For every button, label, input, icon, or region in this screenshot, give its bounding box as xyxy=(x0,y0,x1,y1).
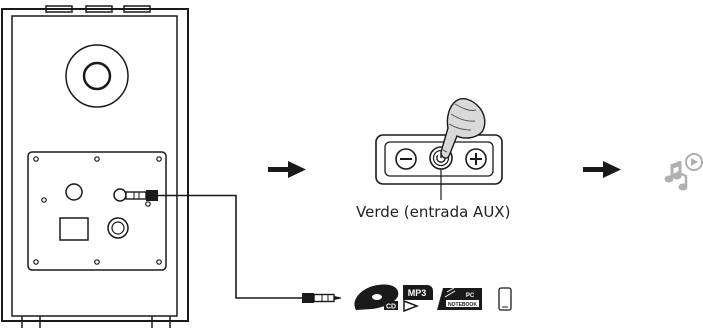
music-note-play-icon xyxy=(664,153,703,191)
arrow-right-icon xyxy=(268,161,306,178)
control-caption: Verde (entrada AUX) xyxy=(356,203,511,221)
notebook-label: NOTEBOOK xyxy=(448,302,477,308)
mp3-icon: MP3 xyxy=(403,285,433,313)
speaker-port xyxy=(65,44,129,108)
hand-press-icon xyxy=(440,98,486,159)
arrow-right-icon xyxy=(583,161,621,178)
aux-input-jack xyxy=(113,188,127,202)
rear-panel xyxy=(27,151,167,271)
phone-icon xyxy=(498,287,512,311)
pc-notebook-icon: PC NOTEBOOK xyxy=(437,287,482,310)
mp3-label: MP3 xyxy=(408,288,427,298)
cd-label: CD xyxy=(386,304,396,311)
minus-icon[interactable] xyxy=(395,148,417,170)
panel-knob xyxy=(65,183,83,201)
plus-icon[interactable] xyxy=(465,148,487,170)
cd-icon: CD xyxy=(354,284,399,311)
aux-cable-icon xyxy=(125,190,341,303)
speaker-icon xyxy=(1,5,189,328)
power-socket xyxy=(59,217,89,241)
control-panel xyxy=(375,134,503,200)
pc-label: PC xyxy=(466,293,475,299)
